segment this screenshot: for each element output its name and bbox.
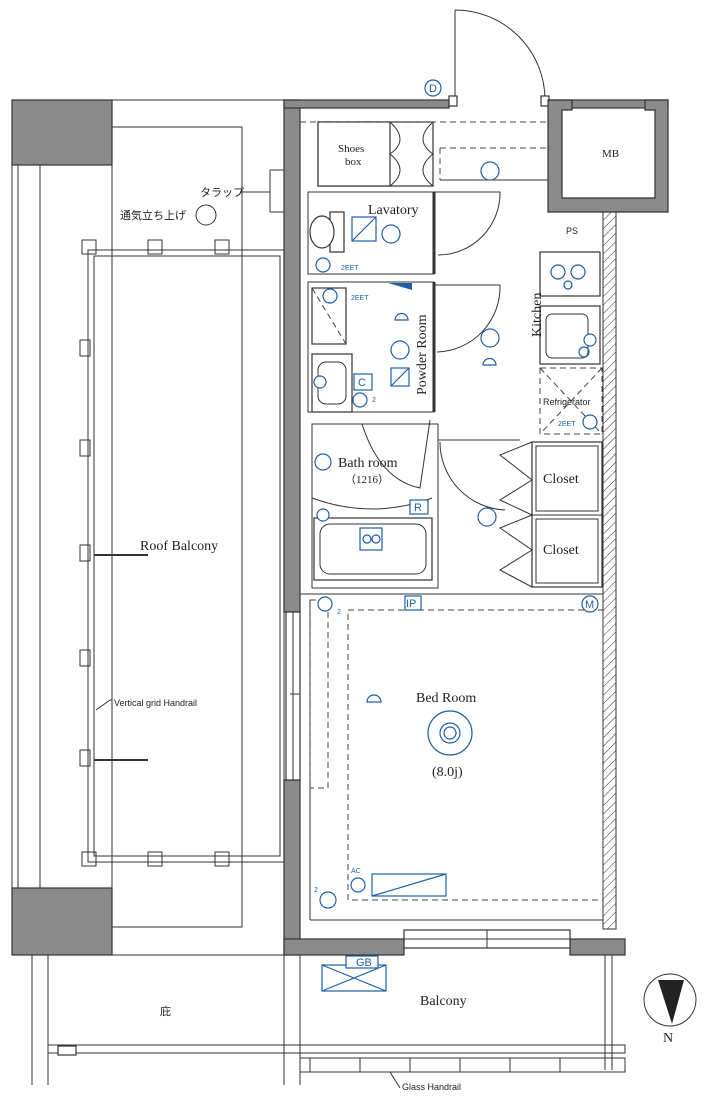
powder-eet: 2EET	[351, 295, 369, 302]
vent-label: 通気立ち上げ	[120, 208, 186, 222]
balcony: GB Glass Handrail Balcony 庇	[31, 955, 626, 1092]
ps-label: PS	[566, 226, 578, 236]
bath-room: R Bath room （1216）	[311, 419, 439, 589]
bed-num-2: 2	[337, 609, 341, 616]
closet-2-label: Closet	[543, 543, 579, 558]
exterior-walls	[283, 99, 669, 956]
shoes-box-label-2: box	[345, 156, 362, 168]
lavatory-label: Lavatory	[368, 203, 419, 218]
bath-size-label: （1216）	[345, 473, 389, 486]
bed-size-label: (8.0j)	[432, 765, 463, 780]
bed-room-label: Bed Room	[416, 691, 476, 706]
closet-1-label: Closet	[543, 472, 579, 487]
bed-room: 2 IP M AC 2 Bed Room (8.0j)	[300, 593, 604, 921]
entrance-door: D	[424, 9, 550, 107]
refrigerator-label: Refrigerator	[543, 397, 591, 407]
roof-column-top	[11, 99, 113, 166]
meter-box: MB PS	[547, 99, 669, 236]
ceiling-light-icon	[427, 710, 473, 756]
garden-label: 庇	[160, 1004, 171, 1018]
bed-num-2b: 2	[314, 887, 318, 894]
mb-label: MB	[602, 148, 619, 160]
closets: Closet Closet	[498, 441, 603, 588]
kitchen-label: Kitchen	[530, 293, 545, 337]
socket-r-label: R	[414, 502, 422, 514]
roof-column-bottom	[11, 887, 113, 956]
ac-label: AC	[351, 868, 361, 875]
roof-balcony-area: Roof Balcony タラップ 通気立ち上げ Vertical grid H…	[11, 99, 287, 956]
shoes-box-label-1: Shoes	[338, 143, 364, 155]
gb-label: GB	[356, 957, 372, 969]
socket-c-label: C	[358, 377, 366, 389]
doorbell-icon	[424, 79, 442, 97]
north-label: N	[663, 1031, 673, 1046]
balcony-label: Balcony	[420, 994, 467, 1009]
vanity-unit	[311, 353, 353, 413]
shoes-box: Shoes box	[317, 121, 434, 187]
lavatory-eet: 2EET	[341, 265, 359, 272]
lavatory-outlet-icon	[315, 257, 331, 273]
refrigerator-space	[539, 367, 603, 435]
glass-handrail	[299, 1057, 626, 1073]
roof-balcony-label: Roof Balcony	[140, 539, 218, 554]
door-symbol-label: D	[429, 83, 437, 95]
kitchen: 2EET Kitchen Refrigerator	[530, 251, 603, 435]
powder-room-label: Powder Room	[415, 314, 430, 395]
glass-handrail-label: Glass Handrail	[402, 1082, 461, 1092]
bath-room-label: Bath room	[338, 456, 398, 471]
toilet-icon	[309, 215, 335, 249]
powder-num-2: 2	[372, 397, 376, 404]
vertical-handrail-label: Vertical grid Handrail	[114, 698, 197, 708]
kitchen-eet: 2EET	[558, 421, 576, 428]
powder-room: 2EET C 2 Powder Room	[307, 281, 501, 413]
trap-label: タラップ	[200, 186, 244, 199]
m-label: M	[585, 599, 594, 611]
north-arrow: N	[643, 973, 697, 1046]
vent-pipe	[195, 204, 217, 226]
stove-icon	[539, 251, 601, 297]
lavatory: 2EET Lavatory	[307, 191, 501, 275]
ip-label: IP	[406, 598, 416, 610]
